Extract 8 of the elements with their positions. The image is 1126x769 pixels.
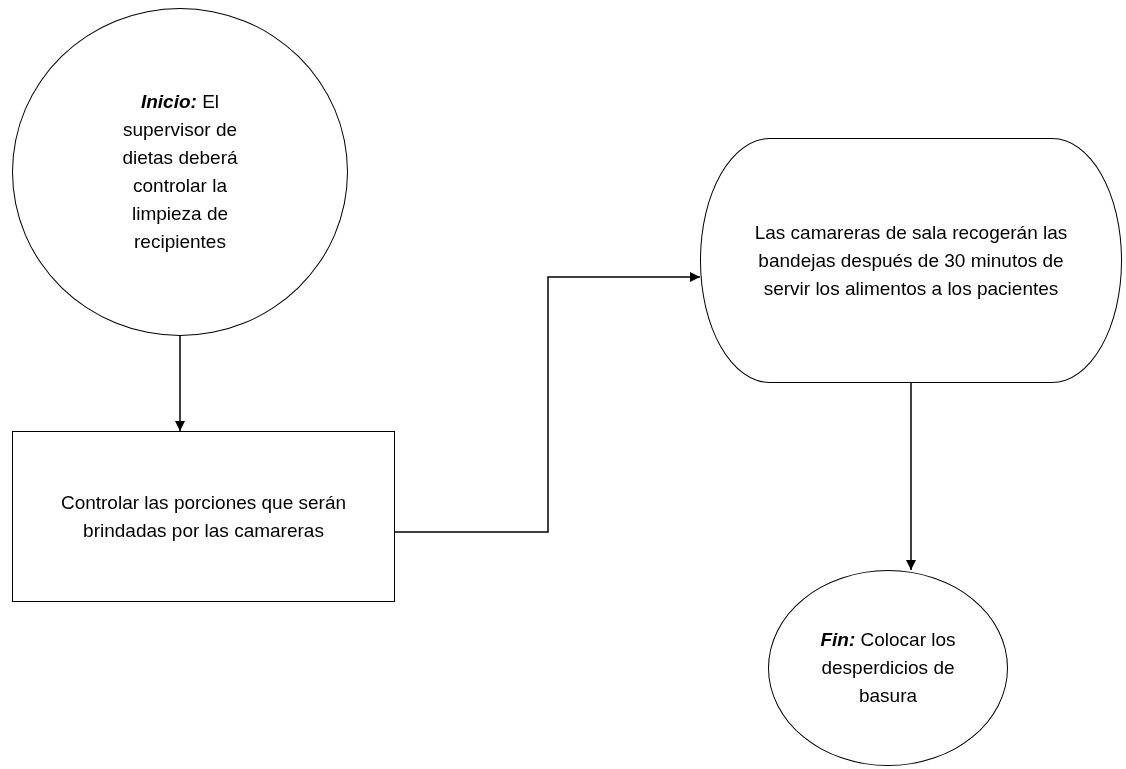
arrow	[905, 382, 917, 571]
node-text: Las camareras de sala recogerán las bandejas después de 30 minutos de servir los alimentos a los pacientes	[753, 220, 1069, 301]
arrow	[174, 335, 186, 432]
process-box	[12, 431, 395, 602]
arrow	[394, 271, 701, 533]
node-text: Controlar las porciones que serán brindadas por las camareras	[59, 490, 348, 543]
node-text: Inicio: El supervisor de dietas deberá controlar la limpieza de recipientes	[121, 90, 239, 254]
node-text: Fin: Colocar los desperdicios de basura	[819, 628, 957, 708]
